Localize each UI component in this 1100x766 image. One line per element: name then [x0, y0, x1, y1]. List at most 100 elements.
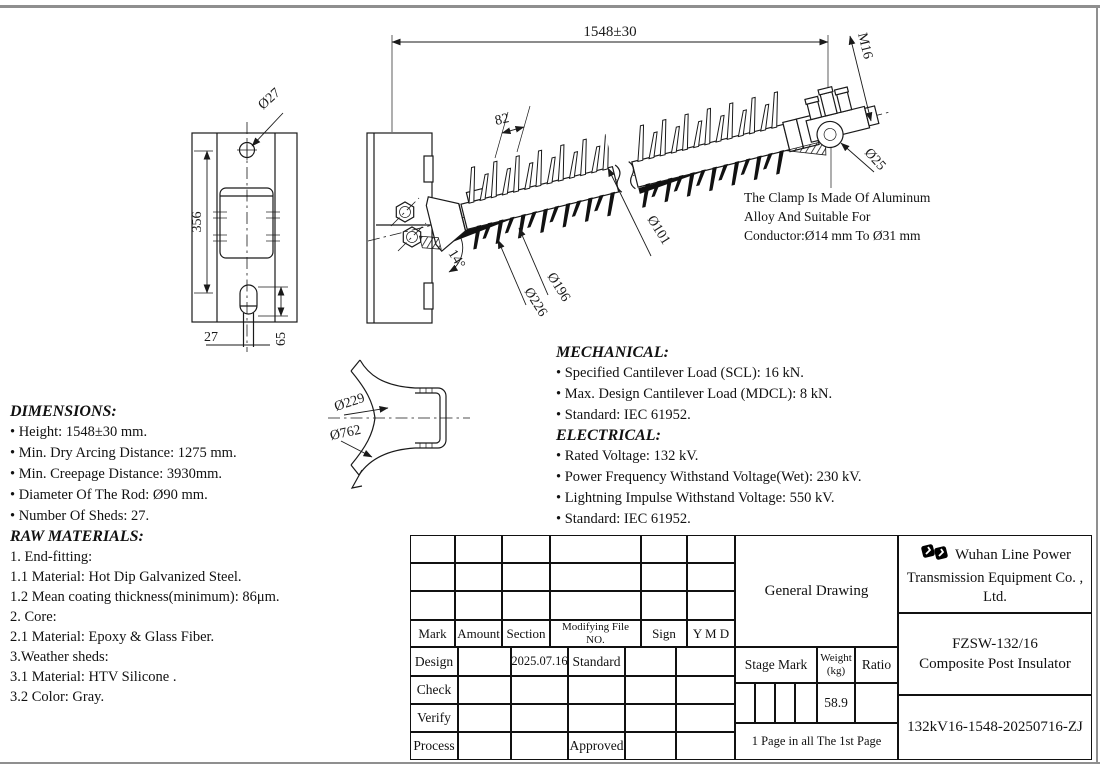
table-cell: [502, 535, 550, 563]
sheet-edge-top: [0, 5, 1100, 8]
table-cell: [410, 563, 455, 591]
dim-1548-label: 1548±30: [583, 24, 636, 40]
table-cell: [676, 647, 735, 676]
table-cell: [511, 676, 568, 704]
rev-header-section: Section: [502, 620, 550, 647]
table-cell: [641, 535, 687, 563]
clamp-note-line: Alloy And Suitable For: [744, 209, 871, 224]
drawing-number: 132kV16-1548-20250716-ZJ: [898, 695, 1092, 760]
table-cell: [410, 591, 455, 620]
rev-header-ymd: Y M D: [687, 620, 735, 647]
spec-item: • Lightning Impulse Withstand Voltage: 5…: [556, 490, 835, 506]
dim-356-label: 356: [190, 212, 205, 233]
rev-header-amount: Amount: [455, 620, 502, 647]
table-cell: [550, 591, 641, 620]
product-cell: FZSW-132/16 Composite Post Insulator: [898, 613, 1092, 695]
spec-item: 1. End-fitting:: [10, 549, 93, 565]
dim-m16-label: M16: [854, 31, 875, 60]
dim-phi101-label: Ø101: [644, 213, 673, 247]
dim-phi196-label: Ø196: [544, 270, 573, 304]
table-cell: [687, 535, 735, 563]
table-cell: [568, 676, 625, 704]
spec-item: 3.2 Color: Gray.: [10, 689, 105, 705]
front-view: 356 27 65 Ø27: [190, 86, 298, 352]
spec-item: • Standard: IEC 61952.: [556, 407, 691, 423]
insulator-view: [418, 85, 880, 253]
rev-header-modifying-file-no: Modifying File NO.: [550, 620, 641, 647]
table-cell: [550, 563, 641, 591]
clamp-eye-hole: [816, 120, 844, 149]
stage-mark-label: Stage Mark: [735, 647, 817, 683]
table-cell: [458, 704, 511, 732]
stage-mark-cell: [755, 683, 775, 723]
dim-phi25-label: Ø25: [861, 146, 888, 174]
table-cell: [458, 676, 511, 704]
spec-item: 2. Core:: [10, 609, 57, 625]
table-cell: [511, 704, 568, 732]
spec-item: 1.2 Mean coating thickness(minimum): 86μ…: [10, 589, 280, 605]
design-label: Design: [410, 647, 458, 676]
clamp-note-line: The Clamp Is Made Of Aluminum: [744, 190, 931, 205]
table-cell: [458, 647, 511, 676]
electrical-title: ELECTRICAL:: [556, 427, 661, 444]
company-cell: Wuhan Line Power Transmission Equipment …: [898, 535, 1092, 613]
spec-item: • Min. Dry Arcing Distance: 1275 mm.: [10, 445, 237, 461]
spec-item: • Standard: IEC 61952.: [556, 511, 691, 527]
table-cell: [625, 676, 676, 704]
spec-item: • Height: 1548±30 mm.: [10, 424, 148, 440]
company-name-line1: Wuhan Line Power: [954, 546, 1072, 563]
table-cell: [676, 676, 735, 704]
table-cell: [687, 591, 735, 620]
spec-item: 3.Weather sheds:: [10, 649, 109, 665]
dim-27-label: 27: [204, 330, 218, 345]
dim-82-label: 82: [494, 111, 511, 129]
table-cell: [410, 535, 455, 563]
design-date: 2025.07.16: [511, 647, 568, 676]
table-cell: [568, 704, 625, 732]
product-model: FZSW-132/16: [952, 636, 1038, 652]
ratio-value-cell: [855, 683, 898, 723]
table-cell: [641, 591, 687, 620]
rev-header-mark: Mark: [410, 620, 455, 647]
stage-mark-cell: [775, 683, 795, 723]
table-cell: [502, 563, 550, 591]
spec-item: • Number Of Sheds: 27.: [10, 508, 150, 524]
stage-mark-cell: [795, 683, 817, 723]
table-cell: [550, 535, 641, 563]
table-cell: [458, 732, 511, 760]
weight-label: Weight (kg): [817, 647, 855, 683]
table-cell: [625, 704, 676, 732]
company-logo-icon: [919, 541, 949, 569]
table-cell: [455, 563, 502, 591]
mechanical-title: MECHANICAL:: [556, 344, 669, 361]
approved-label: Approved: [568, 732, 625, 760]
weight-value: 58.9: [817, 683, 855, 723]
weather-sheds-segment-1: [468, 133, 616, 250]
table-cell: [625, 732, 676, 760]
sheet-edge-bottom: [0, 762, 1100, 764]
table-cell: [511, 732, 568, 760]
spec-item: • Rated Voltage: 132 kV.: [556, 448, 699, 464]
table-cell: [455, 535, 502, 563]
spec-item: 1.1 Material: Hot Dip Galvanized Steel.: [10, 569, 242, 585]
verify-label: Verify: [410, 704, 458, 732]
clamp-note-line: Conductor:Ø14 mm To Ø31 mm: [744, 228, 921, 243]
rev-header-sign: Sign: [641, 620, 687, 647]
dim-65-label: 65: [274, 332, 289, 346]
shed-spacing-dimension: 82: [494, 105, 531, 159]
table-cell: [641, 563, 687, 591]
check-label: Check: [410, 676, 458, 704]
dim-phi27-label: Ø27: [256, 86, 284, 113]
table-cell: [687, 563, 735, 591]
overall-dimension: 1548±30: [391, 24, 829, 132]
process-label: Process: [410, 732, 458, 760]
raw-materials-title: RAW MATERIALS:: [10, 528, 144, 545]
table-cell: [455, 591, 502, 620]
standard-label: Standard: [568, 647, 625, 676]
company-name-line2: Transmission Equipment Co. , Ltd.: [906, 570, 1084, 605]
general-drawing-cell: General Drawing: [735, 535, 898, 647]
spec-item: 3.1 Material: HTV Silicone .: [10, 669, 177, 685]
spec-item: • Min. Creepage Distance: 3930mm.: [10, 466, 223, 482]
spec-item: • Specified Cantilever Load (SCL): 16 kN…: [556, 365, 804, 381]
